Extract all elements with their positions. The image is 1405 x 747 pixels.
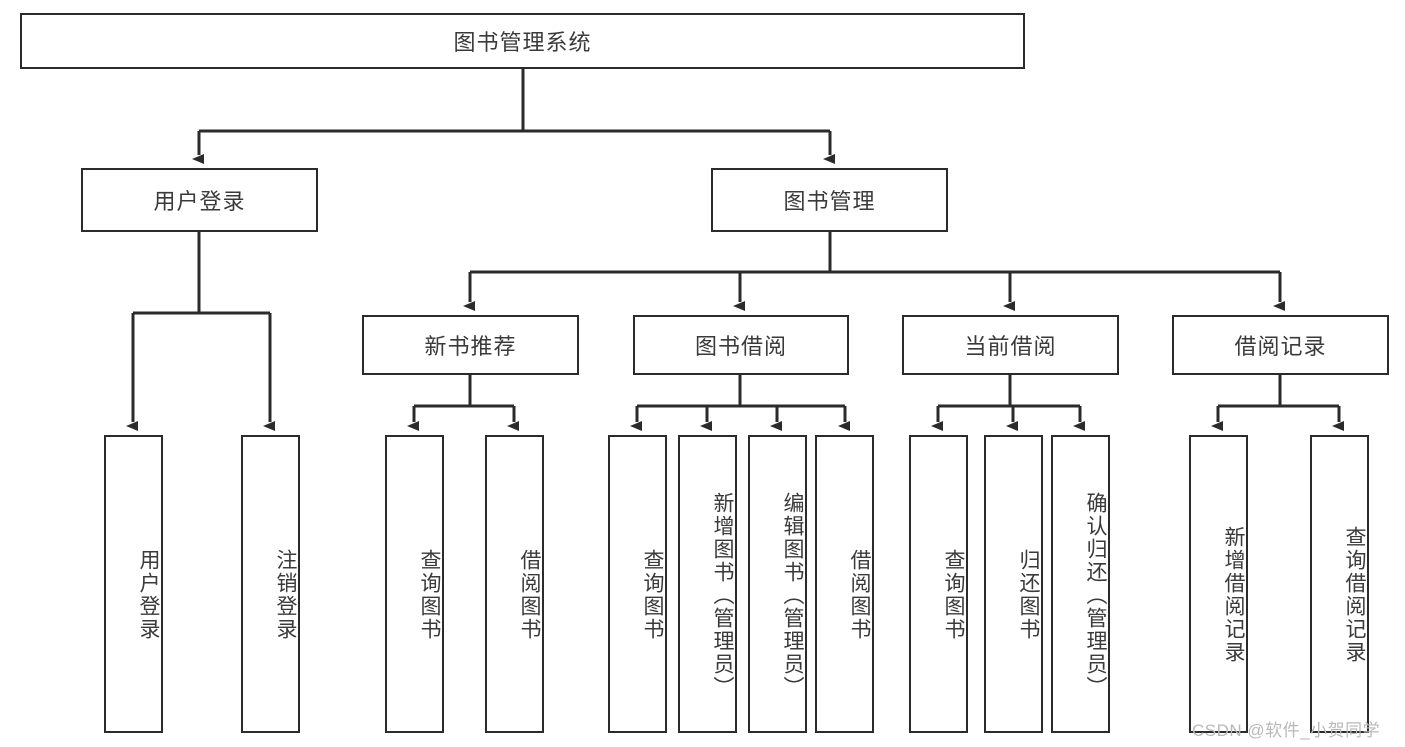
node-borrow-record-label: 借阅记录 bbox=[1234, 334, 1327, 359]
leaf-node[interactable]: 编辑图书（管理员） bbox=[748, 435, 807, 733]
node-new-book-recommend-label: 新书推荐 bbox=[424, 334, 517, 359]
node-book-management-label: 图书管理 bbox=[783, 189, 876, 214]
node-book-borrow[interactable]: 图书借阅 bbox=[633, 315, 849, 375]
watermark: CSDN @软件_小贺同学 bbox=[1192, 721, 1381, 740]
leaf-node[interactable]: 查询图书 bbox=[385, 435, 444, 733]
node-current-borrow[interactable]: 当前借阅 bbox=[902, 315, 1119, 375]
leaf-node[interactable]: 确认归还（管理员） bbox=[1051, 435, 1110, 733]
leaf-node[interactable]: 新增图书（管理员） bbox=[678, 435, 737, 733]
leaf-node[interactable]: 借阅图书 bbox=[485, 435, 544, 733]
leaf-node[interactable]: 用户登录 bbox=[104, 435, 163, 733]
leaf-node[interactable]: 借阅图书 bbox=[815, 435, 874, 733]
leaf-node[interactable]: 查询图书 bbox=[909, 435, 968, 733]
node-root-label: 图书管理系统 bbox=[453, 30, 592, 55]
leaf-node[interactable]: 新增借阅记录 bbox=[1189, 435, 1248, 733]
leaf-node[interactable]: 查询图书 bbox=[608, 435, 667, 733]
leaf-node[interactable]: 归还图书 bbox=[984, 435, 1043, 733]
node-current-borrow-label: 当前借阅 bbox=[964, 334, 1057, 359]
node-book-management[interactable]: 图书管理 bbox=[711, 168, 948, 232]
leaf-node[interactable]: 查询借阅记录 bbox=[1310, 435, 1369, 733]
node-book-borrow-label: 图书借阅 bbox=[694, 334, 787, 359]
node-new-book-recommend[interactable]: 新书推荐 bbox=[362, 315, 579, 375]
node-user-login[interactable]: 用户登录 bbox=[81, 168, 318, 232]
node-root[interactable]: 图书管理系统 bbox=[20, 13, 1025, 69]
leaf-node[interactable]: 注销登录 bbox=[241, 435, 300, 733]
node-borrow-record[interactable]: 借阅记录 bbox=[1172, 315, 1389, 375]
node-user-login-label: 用户登录 bbox=[153, 189, 246, 214]
